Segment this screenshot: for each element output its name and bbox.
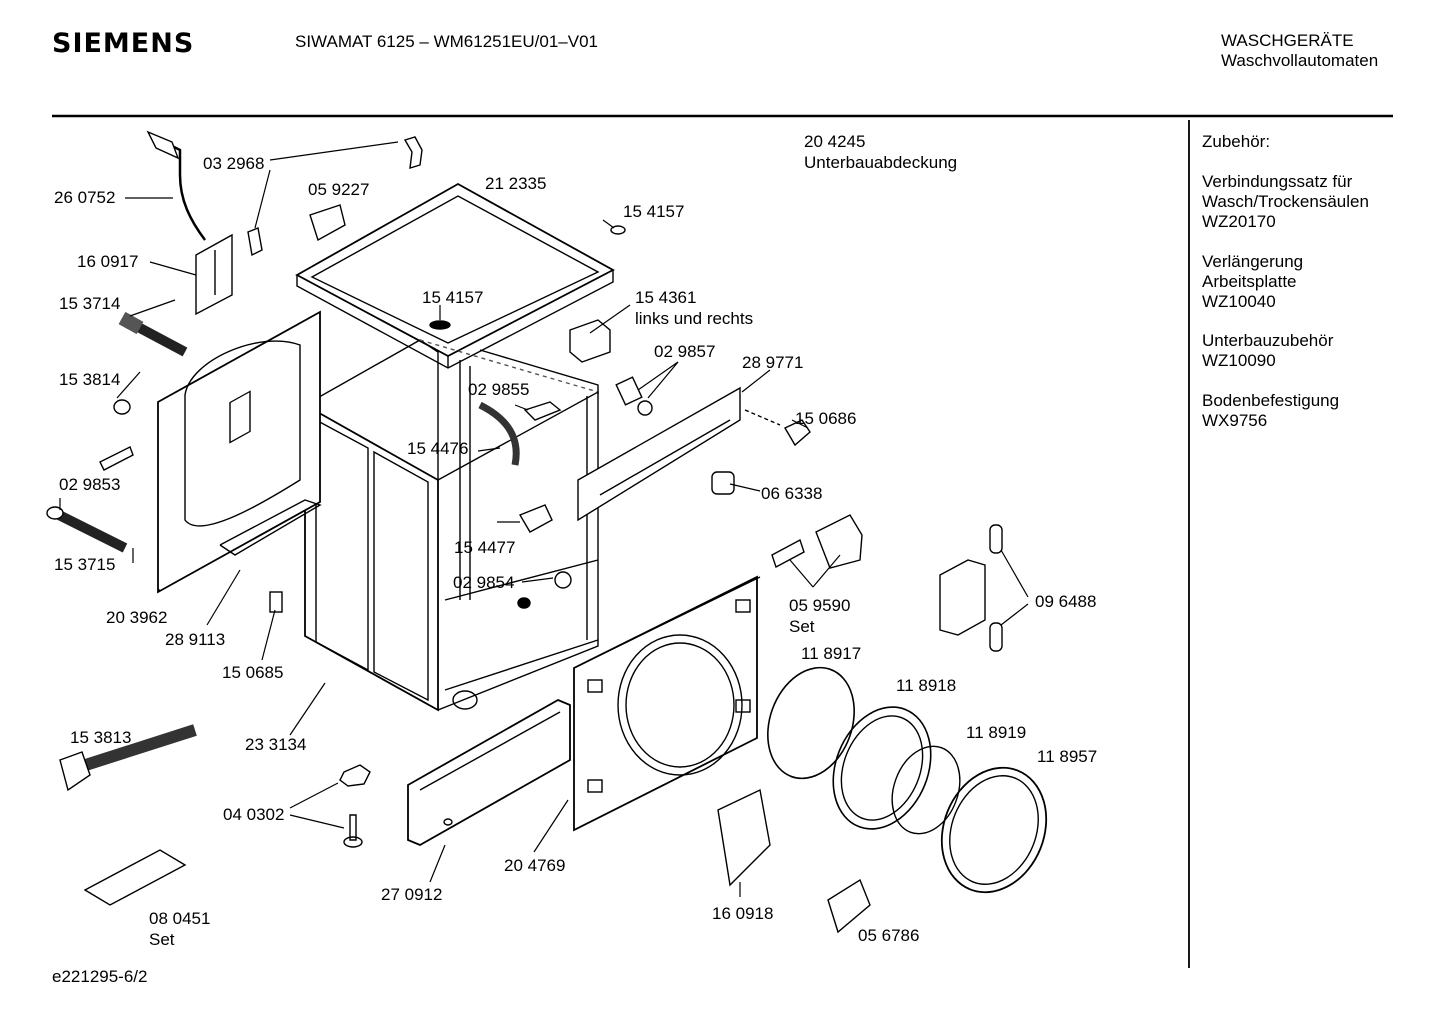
part-label: 02 9855 (468, 380, 530, 399)
part-label: 02 9853 (59, 475, 121, 494)
category-subtitle: Waschvollautomaten (1221, 51, 1379, 70)
accessory-item-line: Unterbauzubehör (1202, 331, 1334, 350)
part-label: 15 3715 (54, 555, 116, 574)
part-label: 15 4157 (623, 202, 685, 221)
accessory-item-code: WZ10040 (1202, 292, 1276, 311)
door-rings-shape (767, 666, 1048, 894)
accessory-item-code: WZ20170 (1202, 212, 1276, 231)
part-description: links und rechts (635, 309, 754, 328)
part-label: 15 3814 (59, 370, 121, 389)
part-label: 02 9854 (453, 573, 515, 592)
cabinet-body-shape (304, 339, 599, 712)
document-id: e221295-6/2 (52, 967, 148, 986)
part-label: 15 3714 (59, 294, 121, 313)
kickplate-shape (407, 698, 571, 847)
part-label: 16 0918 (712, 904, 774, 923)
front-panel-shape (573, 575, 761, 832)
part-label: 23 3134 (245, 735, 307, 754)
part-label: 16 0917 (77, 252, 139, 271)
part-label: 06 6338 (761, 484, 823, 503)
part-label: 05 9590 (789, 596, 851, 615)
part-label: 27 0912 (381, 885, 443, 904)
part-label: 26 0752 (54, 188, 116, 207)
part-description: Set (789, 617, 815, 636)
part-label: 15 4476 (407, 439, 469, 458)
part-label: 11 8918 (896, 676, 957, 695)
part-label: 09 6488 (1035, 592, 1097, 611)
part-label: 11 8919 (966, 723, 1027, 742)
accessory-item-line: Wasch/Trockensäulen (1202, 192, 1369, 211)
part-label: 15 4361 (635, 288, 697, 307)
part-label: 05 6786 (858, 926, 920, 945)
part-label: 04 0302 (223, 805, 285, 824)
part-label: 28 9113 (165, 630, 226, 649)
part-label: 03 2968 (203, 154, 265, 173)
part-label: 20 4769 (504, 856, 566, 875)
part-label: 15 0686 (795, 409, 857, 428)
rear-panel-shape (157, 310, 322, 594)
part-label: 20 4245 (804, 132, 866, 151)
accessory-item-line: Verlängerung (1202, 252, 1304, 271)
part-label: 15 4477 (454, 538, 516, 557)
part-label: 15 4157 (422, 288, 484, 307)
part-label: 20 3962 (106, 608, 168, 627)
part-label: 28 9771 (742, 353, 804, 372)
accessory-item-line: Arbeitsplatte (1202, 272, 1297, 291)
accessory-item-code: WZ10090 (1202, 351, 1276, 370)
part-label: 15 0685 (222, 663, 284, 682)
brand-logo: SIEMENS (52, 28, 195, 59)
top-lid-shape (295, 182, 615, 369)
part-label: 02 9857 (654, 342, 716, 361)
part-label: 05 9227 (308, 180, 370, 199)
category-title: WASCHGERÄTE (1221, 31, 1354, 50)
leader-lines (59, 141, 1029, 897)
part-label: 21 2335 (485, 174, 547, 193)
accessory-item-line: Verbindungssatz für (1202, 172, 1353, 191)
model-title: SIWAMAT 6125 – WM61251EU/01–V01 (295, 32, 599, 51)
part-description: Unterbauabdeckung (804, 153, 958, 172)
part-label: 15 3813 (70, 728, 132, 747)
accessory-item-code: WX9756 (1202, 411, 1268, 430)
small-parts-shapes (46, 130, 1003, 934)
accessories-title: Zubehör: (1202, 132, 1271, 151)
part-label: 08 0451 (149, 909, 211, 928)
part-description: Set (149, 930, 175, 949)
part-label: 11 8957 (1037, 747, 1098, 766)
part-label: 11 8917 (801, 644, 862, 663)
accessory-item-line: Bodenbefestigung (1202, 391, 1340, 410)
